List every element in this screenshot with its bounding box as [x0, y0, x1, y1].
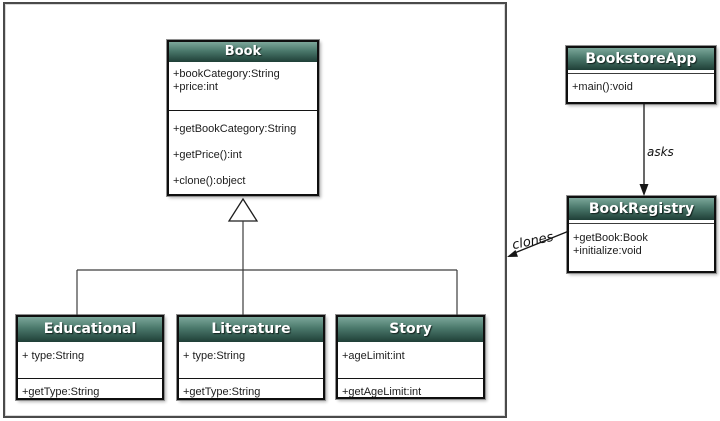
method: +clone():object: [173, 175, 246, 187]
header-separator: [338, 342, 483, 344]
class-bookregistry: BookRegistry +getBook:Book +initialize:v…: [566, 195, 717, 274]
class-book-methods: +getBookCategory:String +getPrice():int …: [169, 110, 317, 201]
header-separator: [169, 62, 317, 64]
class-educational-methods: +getType:String: [18, 378, 162, 399]
class-bookstoreapp: BookstoreApp +main():void: [565, 45, 717, 105]
method: +getBook:Book: [573, 232, 648, 244]
method: +getType:String: [183, 386, 261, 398]
method: +getBookCategory:String: [173, 123, 297, 135]
attribute: + type:String: [22, 350, 85, 362]
method: +initialize:void: [573, 245, 642, 257]
header-separator: [568, 70, 714, 74]
class-educational: Educational + type:String +getType:Strin…: [15, 314, 165, 401]
class-bookregistry-header: BookRegistry: [569, 198, 714, 220]
header-separator: [18, 342, 162, 344]
clones-edge-label: clones: [510, 229, 555, 254]
class-bookregistry-title: BookRegistry: [588, 201, 695, 217]
class-bookregistry-methods: +getBook:Book +initialize:void: [569, 224, 714, 271]
method: +getPrice():int: [173, 149, 242, 161]
class-book-title: Book: [224, 44, 262, 59]
class-book: Book +bookCategory:String +price:int +ge…: [166, 39, 320, 197]
class-bookstoreapp-methods: +main():void: [568, 74, 714, 102]
class-literature-header: Literature: [179, 317, 323, 342]
arrowhead-icon: [639, 184, 649, 196]
attribute: +bookCategory:String: [173, 68, 280, 80]
class-book-header: Book: [169, 42, 317, 62]
class-story-methods: +getAgeLimit:int: [338, 378, 483, 399]
asks-edge-label: asks: [647, 145, 674, 159]
attribute: +price:int: [173, 81, 218, 93]
class-literature: Literature + type:String +getType:String: [176, 314, 326, 401]
class-story-title: Story: [389, 321, 432, 337]
class-book-attributes: +bookCategory:String +price:int: [169, 64, 317, 110]
class-literature-title: Literature: [211, 321, 291, 337]
class-story-attributes: +ageLimit:int: [338, 344, 483, 378]
class-educational-header: Educational: [18, 317, 162, 342]
class-educational-title: Educational: [43, 321, 137, 337]
class-literature-attributes: + type:String: [179, 344, 323, 378]
book-hierarchy-boundary-box: [3, 2, 507, 418]
class-literature-methods: +getType:String: [179, 378, 323, 399]
method: +getAgeLimit:int: [342, 386, 422, 398]
class-bookstoreapp-header: BookstoreApp: [568, 48, 714, 70]
attribute: + type:String: [183, 350, 246, 362]
header-separator: [179, 342, 323, 344]
class-story: Story +ageLimit:int +getAgeLimit:int: [335, 314, 486, 400]
class-educational-attributes: + type:String: [18, 344, 162, 378]
method: +getType:String: [22, 386, 100, 398]
header-separator: [569, 220, 714, 224]
attribute: +ageLimit:int: [342, 350, 405, 362]
method: +main():void: [572, 81, 633, 93]
class-bookstoreapp-title: BookstoreApp: [585, 51, 697, 67]
class-story-header: Story: [338, 317, 483, 342]
